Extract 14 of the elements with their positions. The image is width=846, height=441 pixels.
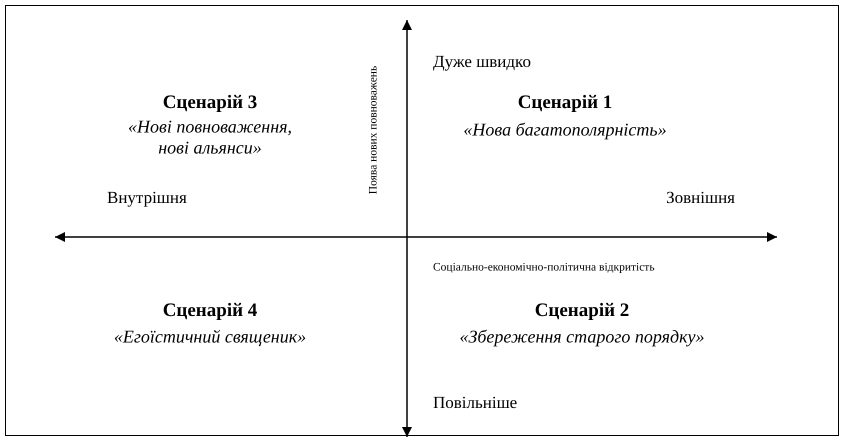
scenario-title: Сценарій 3 bbox=[162, 92, 258, 114]
scenario-title: Сценарій 2 bbox=[534, 300, 630, 322]
scenario-title: Сценарій 1 bbox=[518, 92, 612, 114]
axis-title: Соціально-економічно-політична відкритість bbox=[433, 261, 655, 275]
axis-title: Поява нових повноважень bbox=[367, 66, 380, 194]
scenario-name: «Нові повноваження, нові альянси» bbox=[127, 116, 293, 158]
axis-end-label: Дуже швидко bbox=[433, 52, 531, 72]
scenario-name: «Збереження старого порядку» bbox=[459, 326, 705, 348]
scenario-title: Сценарій 4 bbox=[162, 300, 258, 322]
axis-end-label: Повільніше bbox=[433, 393, 518, 413]
axis-end-label: Зовнішня bbox=[666, 188, 735, 208]
scenario-name: «Егоїстичний священик» bbox=[114, 326, 306, 348]
axis-end-label: Внутрішня bbox=[107, 188, 187, 208]
scenario-name: «Нова багатополярність» bbox=[463, 120, 667, 140]
